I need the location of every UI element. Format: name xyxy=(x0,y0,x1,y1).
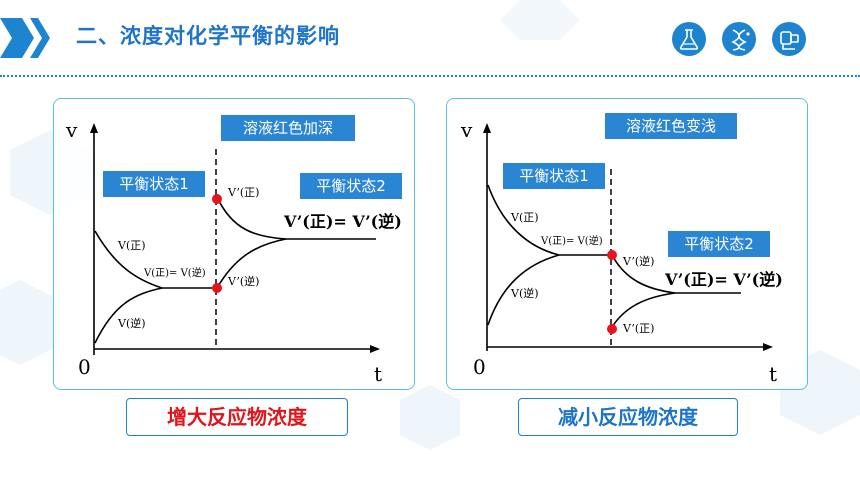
y-axis-label: v xyxy=(460,118,473,142)
diagram-decrease-reactant: v t 0 溶液红色变浅 平衡状态1 平衡状态2 V(正) V(逆) V(正)=… xyxy=(446,98,808,390)
jump-point-forward xyxy=(607,324,617,334)
event-label-box xyxy=(221,115,355,141)
state1-label-box xyxy=(503,163,605,189)
state1-label: 平衡状态1 xyxy=(119,175,189,193)
forward-rate-curve xyxy=(487,184,611,256)
caption-decrease-reactant[interactable]: 减小反应物浓度 xyxy=(518,398,738,436)
microscope-icon[interactable] xyxy=(772,22,806,56)
jump-point-forward xyxy=(212,194,222,204)
x-axis-arrow xyxy=(763,343,773,351)
state1-label-box xyxy=(103,171,205,197)
state2-label-box xyxy=(668,231,770,257)
x-axis-arrow xyxy=(370,345,380,353)
reverse-curve-label: V(逆) xyxy=(510,286,539,300)
state2-label-box xyxy=(300,173,402,199)
forward-rate-curve xyxy=(94,230,216,289)
origin-label: 0 xyxy=(473,355,486,379)
event-label-box xyxy=(605,113,737,139)
state1-label: 平衡状态1 xyxy=(519,167,589,185)
jump-reverse-label: V’(逆) xyxy=(227,274,259,288)
x-axis-label: t xyxy=(374,362,382,386)
y-axis-arrow xyxy=(483,123,491,133)
equal-label: V(正)= V(逆) xyxy=(143,266,206,279)
forward-curve-label: V(正) xyxy=(117,239,146,252)
diagram-increase-reactant: v t 0 溶液红色加深 平衡状态1 平衡状态2 V(正) V(逆) V(正)=… xyxy=(53,98,415,390)
forward-curve-label: V(正) xyxy=(510,211,539,224)
y-axis-label: v xyxy=(65,118,78,142)
header: 二、浓度对化学平衡的影响 xyxy=(0,0,860,80)
page-title: 二、浓度对化学平衡的影响 xyxy=(76,24,340,48)
reverse-rate-curve xyxy=(94,287,163,344)
header-divider xyxy=(0,75,860,77)
jump-forward-label: V’(正) xyxy=(227,186,259,199)
state2-label: 平衡状态2 xyxy=(684,235,754,253)
state2-label: 平衡状态2 xyxy=(316,177,386,195)
new-forward-curve xyxy=(611,292,676,328)
reverse-curve-label: V(逆) xyxy=(117,316,146,330)
new-reverse-curve xyxy=(216,238,287,289)
event-label: 溶液红色变浅 xyxy=(626,117,716,135)
event-label: 溶液红色加深 xyxy=(243,119,333,137)
reverse-rate-curve xyxy=(487,254,560,326)
caption-increase-reactant[interactable]: 增大反应物浓度 xyxy=(126,398,348,436)
origin-label: 0 xyxy=(78,355,91,379)
x-axis-label: t xyxy=(769,362,777,386)
flask-icon[interactable] xyxy=(672,22,706,56)
jump-point-reverse xyxy=(212,283,222,293)
equal-label: V(正)= V(逆) xyxy=(540,234,603,247)
jump-reverse-label: V’(逆) xyxy=(622,254,654,268)
jump-forward-label: V’(正) xyxy=(622,322,654,335)
y-axis-arrow xyxy=(90,123,98,133)
dna-icon[interactable] xyxy=(722,22,756,56)
new-equal-label: V’(正)= V’(逆) xyxy=(664,270,783,289)
new-equal-label: V’(正)= V’(逆) xyxy=(283,212,402,231)
chevron-icon xyxy=(0,18,50,58)
jump-point-reverse xyxy=(607,250,617,260)
